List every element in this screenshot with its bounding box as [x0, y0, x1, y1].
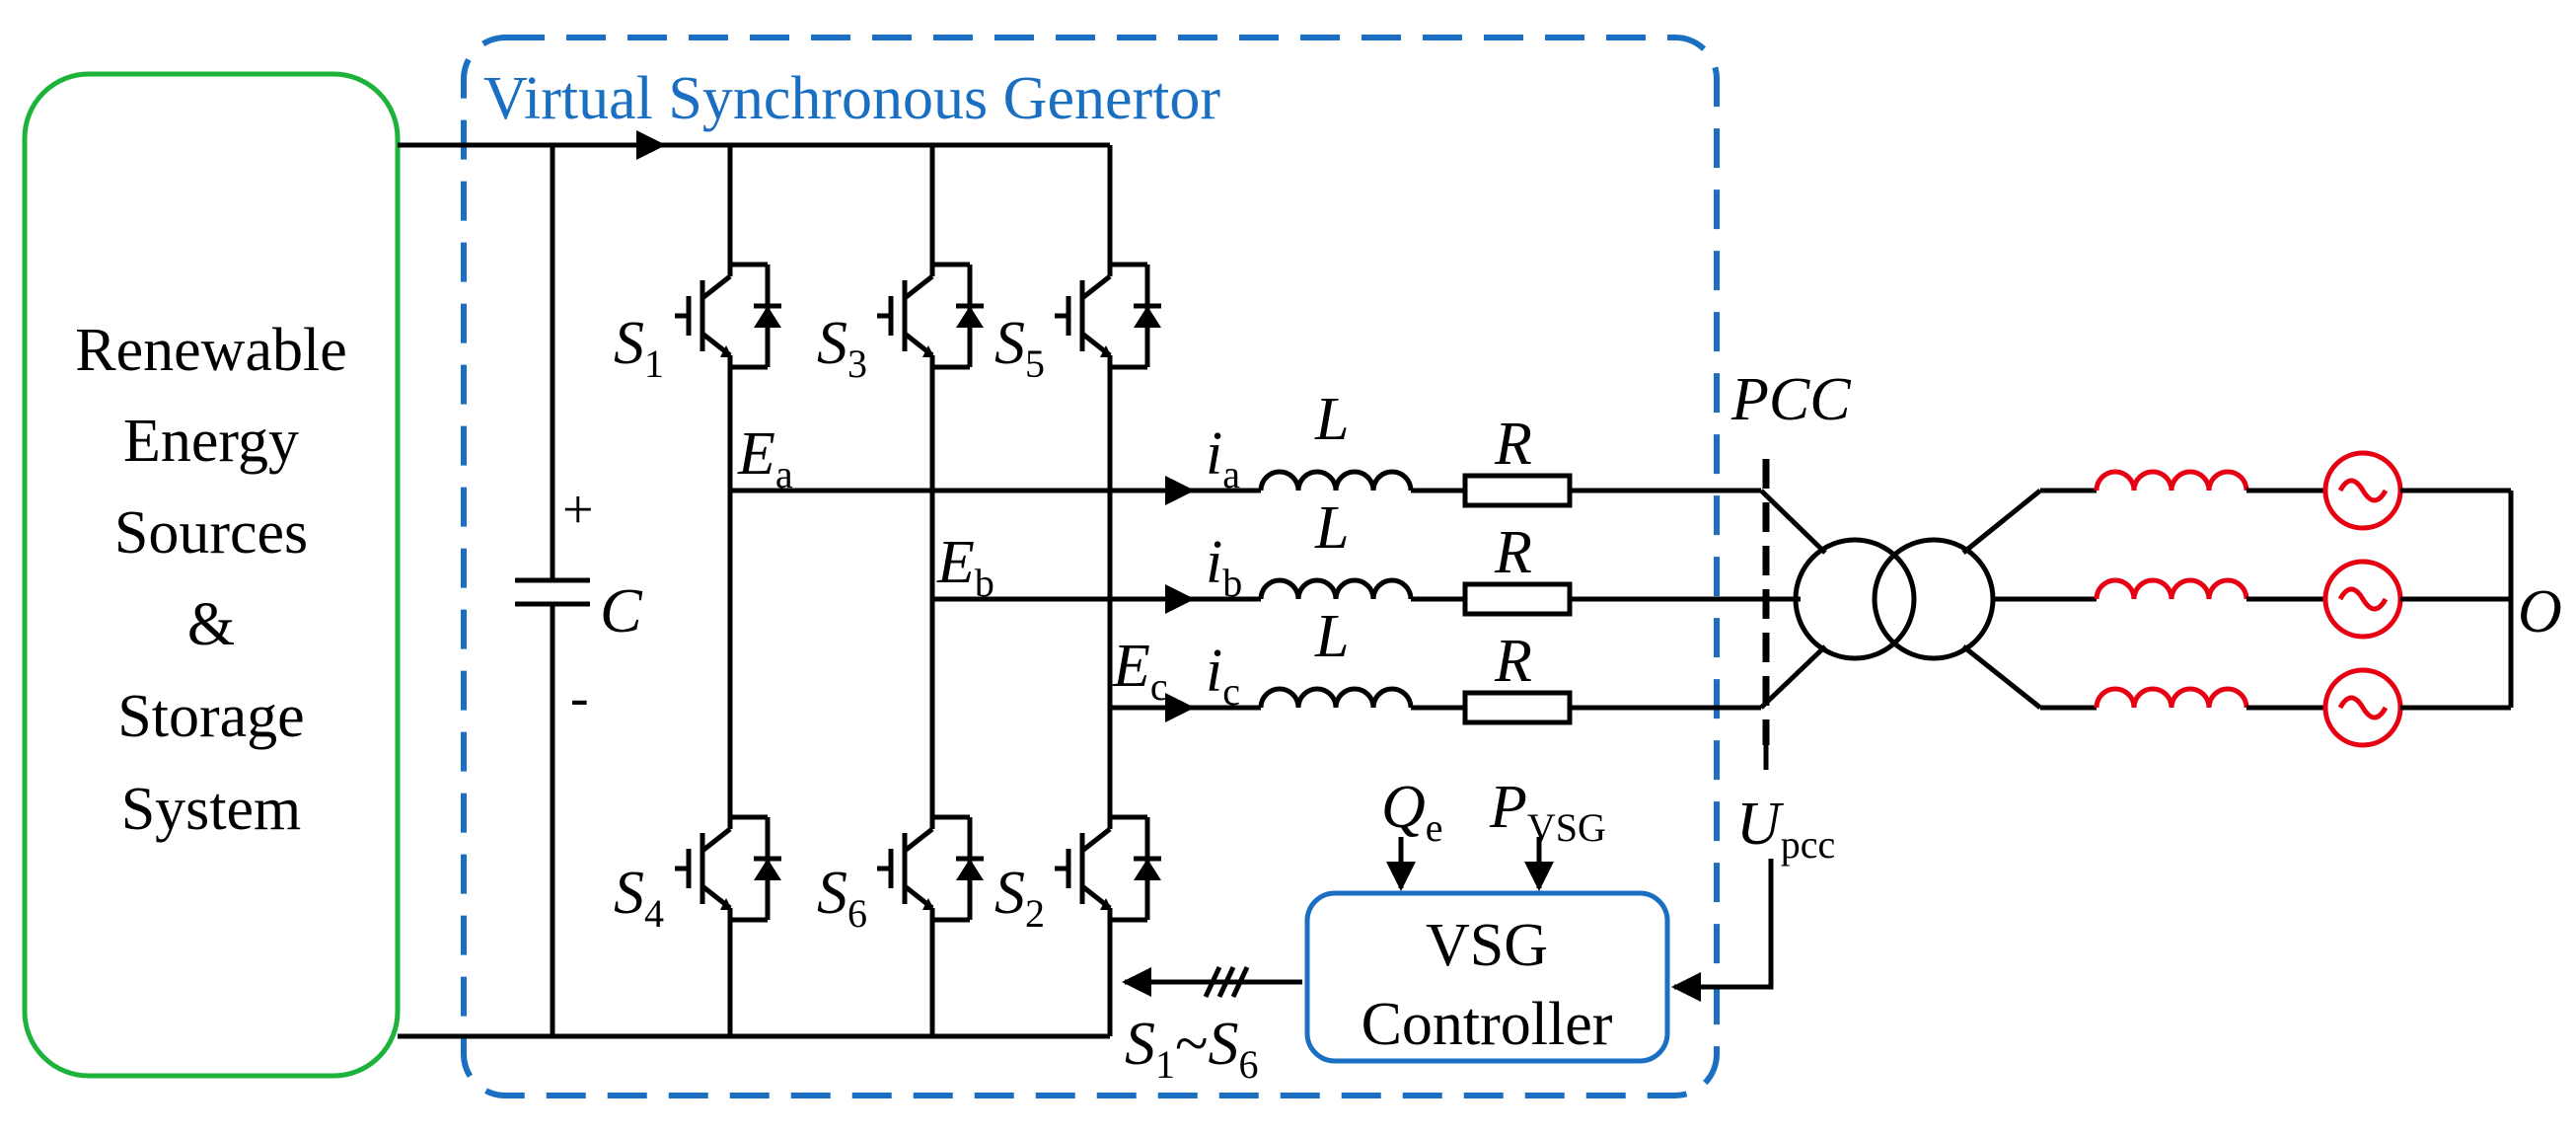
source-line-5: Storage [117, 683, 304, 750]
pcc-label: PCC [1730, 366, 1851, 433]
switch-label-s2: S2 [994, 860, 1045, 936]
resistor-label-c: R [1494, 628, 1532, 695]
inductor-label-b: L [1314, 494, 1349, 562]
resistor-label-a: R [1494, 411, 1532, 478]
dc-capacitor [515, 145, 590, 1036]
current-label-ia: ia [1206, 420, 1240, 496]
vsg-boundary [461, 35, 1720, 1098]
source-label: Renewable Energy Sources & Storage Syste… [75, 317, 346, 843]
source-line-3: Sources [114, 499, 308, 567]
gate-signal-label: S1~S6 [1125, 1011, 1259, 1087]
resistor-label-b: R [1494, 519, 1532, 586]
switch-label-s6: S6 [817, 860, 867, 936]
switch-label-s1: S1 [614, 310, 664, 386]
transformer [1759, 489, 2042, 710]
switch-s6 [877, 804, 984, 933]
phase-c-line [1110, 686, 1761, 725]
grid-phase-a [2040, 450, 2511, 531]
source-line-1: Renewable [75, 317, 346, 384]
inductor-label-c: L [1314, 603, 1349, 670]
switch-s3 [877, 252, 984, 380]
upcc-feedback-line [1674, 745, 1774, 987]
source-line-2: Energy [123, 408, 299, 475]
switch-label-s4: S4 [614, 860, 664, 936]
switch-label-s5: S5 [994, 310, 1045, 386]
source-box [22, 71, 401, 1079]
voltage-label-ea: Ea [737, 420, 793, 496]
neutral-label: O [2518, 578, 2562, 645]
voltage-label-ec: Ec [1112, 633, 1168, 709]
switch-s4 [675, 804, 781, 933]
phase-a-line [730, 469, 1761, 508]
current-label-ib: ib [1206, 529, 1242, 605]
grid-phase-b [2023, 559, 2511, 640]
pcc-voltage-label: Upcc [1736, 791, 1835, 867]
switch-s2 [1055, 804, 1161, 933]
voltage-label-eb: Eb [936, 529, 994, 605]
p-input-label: PVSG [1489, 774, 1606, 850]
inductor-label-a: L [1314, 386, 1349, 453]
switch-s1 [675, 252, 781, 380]
controller-title-line1: VSG [1426, 912, 1548, 979]
source-line-4: & [187, 591, 235, 658]
capacitor-label: C [600, 575, 643, 645]
vsg-title: Virtual Synchronous Genertor [483, 65, 1220, 132]
current-label-ic: ic [1206, 638, 1240, 714]
controller-title-line2: Controller [1362, 991, 1613, 1058]
source-line-6: System [121, 776, 302, 843]
grid-phase-c [2040, 667, 2511, 748]
q-input-label: Qe [1381, 774, 1443, 850]
switch-s5 [1055, 252, 1161, 380]
capacitor-plus: + [562, 480, 594, 541]
phase-b-line [932, 577, 1801, 617]
capacitor-minus: - [570, 667, 589, 728]
switch-label-s3: S3 [817, 310, 867, 386]
gate-signal-bus-marks [1203, 965, 1250, 999]
